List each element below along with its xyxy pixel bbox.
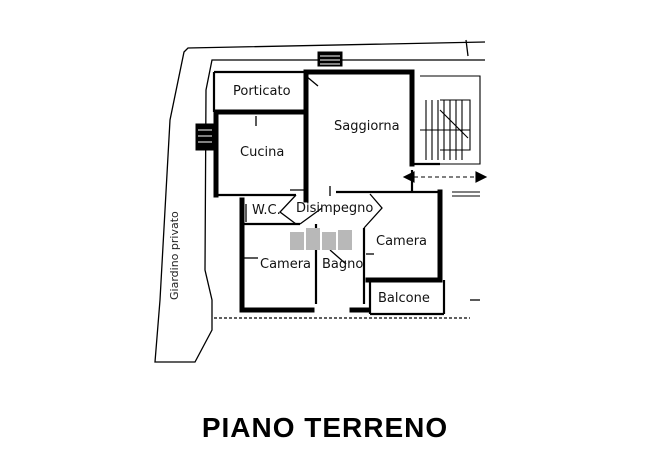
room-label-camera-left: Camera bbox=[260, 257, 311, 272]
watermark bbox=[290, 228, 352, 250]
room-label-wc: W.C. bbox=[252, 203, 281, 218]
room-label-disimpegno: Disimpegno bbox=[296, 201, 373, 216]
garden-boundary bbox=[154, 39, 486, 363]
room-label-balcone: Balcone bbox=[378, 291, 430, 306]
staircase bbox=[402, 75, 488, 197]
steps-lines bbox=[198, 55, 340, 143]
room-label-porticato: Porticato bbox=[233, 84, 291, 99]
room-label-cucina: Cucina bbox=[240, 145, 284, 160]
page-title: PIANO TERRENO bbox=[201, 412, 449, 443]
room-label-bagno: Bagno bbox=[322, 257, 363, 272]
door-swings bbox=[242, 75, 383, 265]
garden-label: Giardino privato bbox=[168, 211, 181, 300]
room-label-camera-right: Camera bbox=[376, 234, 427, 249]
room-label-soggiorno: Saggiorna bbox=[334, 119, 400, 134]
exterior-walls bbox=[213, 69, 443, 313]
interior-walls bbox=[212, 70, 446, 316]
